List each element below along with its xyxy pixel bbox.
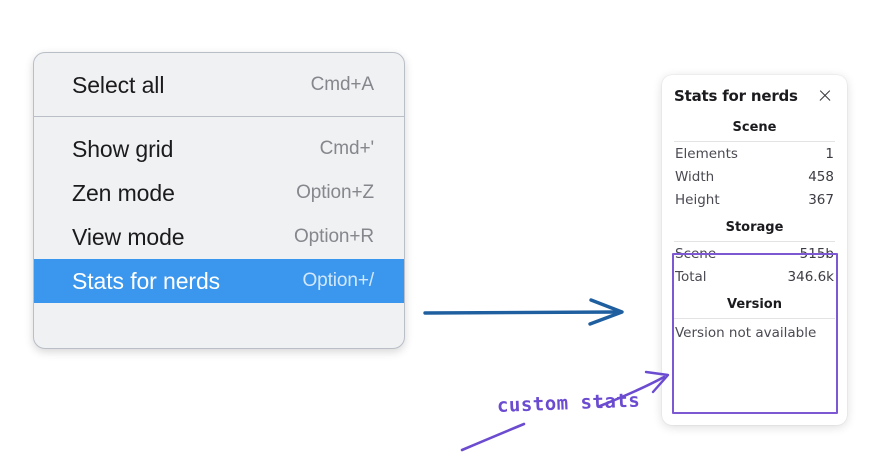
stat-label: Scene (675, 246, 717, 262)
section-divider (674, 318, 835, 319)
stat-value: 458 (808, 169, 834, 185)
menu-item-view-mode[interactable]: View mode Option+R (34, 215, 404, 259)
stat-row-width: Width 458 (672, 165, 837, 188)
menu-separator (34, 116, 404, 117)
close-icon[interactable] (817, 88, 833, 104)
stat-label: Total (675, 269, 707, 285)
blue-arrow (423, 298, 624, 326)
stat-row-elements: Elements 1 (672, 142, 837, 165)
menu-item-label: Stats for nerds (72, 267, 221, 294)
menu-item-select-all[interactable]: Select all Cmd+A (34, 63, 404, 107)
menu-item-label: Show grid (72, 135, 174, 162)
menu-group-1: Select all Cmd+A (34, 53, 404, 116)
menu-item-show-grid[interactable]: Show grid Cmd+' (34, 127, 404, 171)
menu-item-shortcut: Cmd+' (319, 138, 374, 159)
stat-label: Elements (675, 146, 738, 162)
stat-row-storage-total: Total 346.6k (672, 265, 837, 288)
menu-item-shortcut: Option+Z (296, 182, 374, 203)
stat-value: 1 (825, 146, 834, 162)
section-divider (674, 141, 835, 142)
section-divider (674, 241, 835, 242)
menu-item-stats-for-nerds[interactable]: Stats for nerds Option+/ (34, 259, 404, 303)
version-note: Version not available (675, 325, 817, 341)
stats-panel-title: Stats for nerds (674, 87, 798, 105)
section-title-version: Version (727, 297, 782, 312)
menu-item-label: View mode (72, 223, 185, 250)
context-menu[interactable]: Select all Cmd+A Show grid Cmd+' Zen mod… (33, 52, 405, 349)
stat-row-storage-scene: Scene 515b (672, 242, 837, 265)
menu-item-label: Select all (72, 71, 165, 98)
menu-item-shortcut: Cmd+A (310, 74, 374, 95)
custom-stats-annotation: custom stats (496, 389, 641, 417)
stat-value: 346.6k (787, 269, 834, 285)
stat-value: 515b (799, 246, 834, 262)
stats-for-nerds-panel: Stats for nerds Scene Elements 1 Width 4… (662, 75, 847, 425)
stats-panel-header: Stats for nerds (672, 75, 837, 111)
menu-item-label: Zen mode (72, 179, 175, 206)
purple-underline-stroke (460, 422, 526, 452)
stat-label: Height (675, 192, 720, 208)
menu-item-shortcut: Option+/ (302, 270, 374, 291)
menu-item-zen-mode[interactable]: Zen mode Option+Z (34, 171, 404, 215)
menu-group-2: Show grid Cmd+' Zen mode Option+Z View m… (34, 117, 404, 311)
stat-label: Width (675, 169, 715, 185)
stat-row-height: Height 367 (672, 188, 837, 211)
menu-item-shortcut: Option+R (294, 226, 374, 247)
stat-value: 367 (808, 192, 834, 208)
section-title-scene: Scene (732, 120, 777, 135)
section-title-storage: Storage (725, 220, 784, 235)
